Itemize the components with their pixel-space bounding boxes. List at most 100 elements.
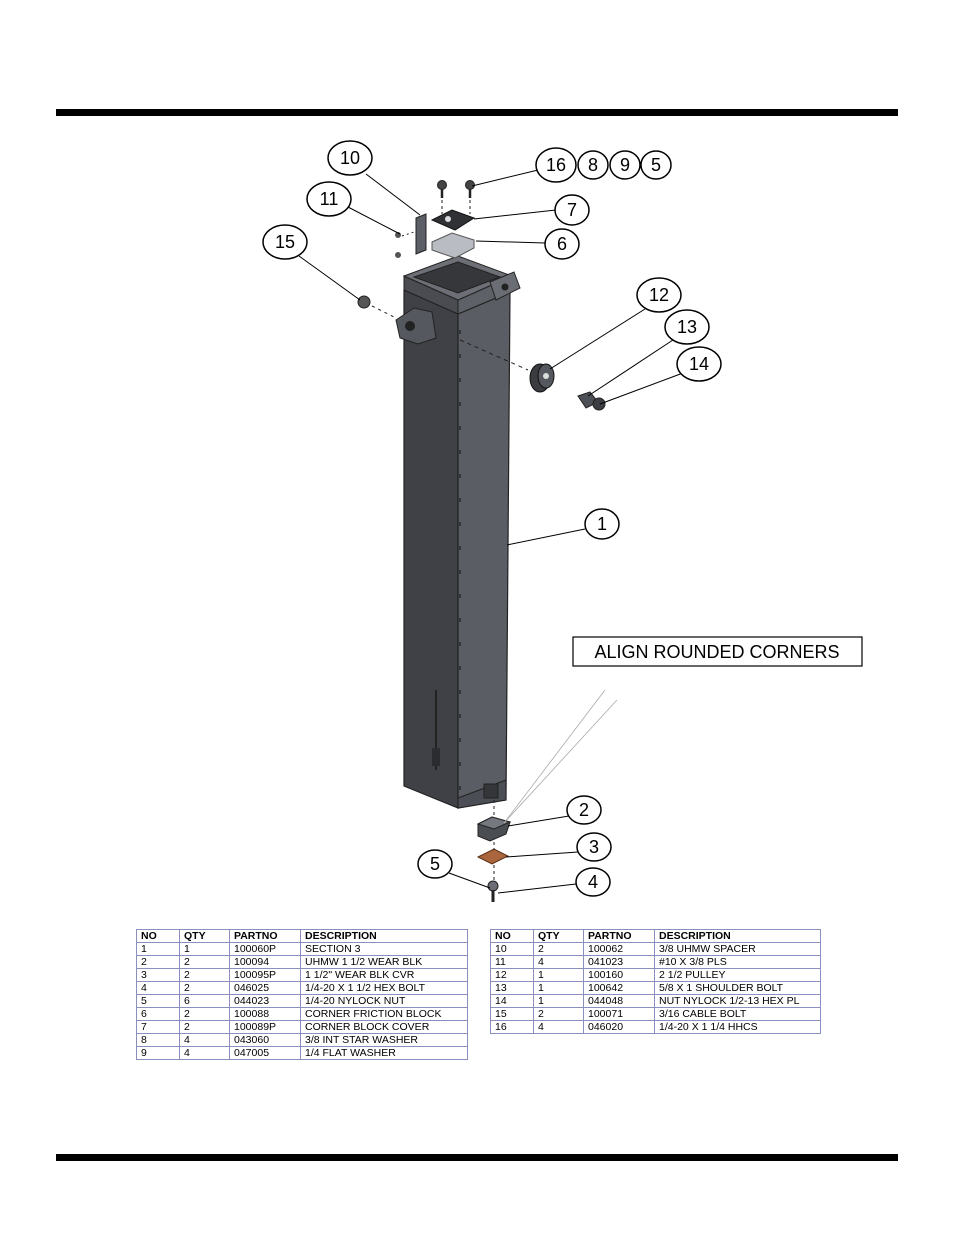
callout-9: 9 [620,155,630,175]
callout-14: 14 [689,354,709,374]
cell-description: 1/4-20 X 1 1/4 HHCS [654,1020,821,1034]
cell-no: 2 [136,955,180,969]
col-qty: QTY [179,929,230,943]
cell-qty: 4 [179,1033,230,1047]
align-note: ALIGN ROUNDED CORNERS [572,636,863,667]
cell-partno: 100089P [229,1020,301,1034]
cell-qty: 2 [179,1007,230,1021]
cell-qty: 1 [533,981,584,995]
col-description: DESCRIPTION [654,929,821,943]
top-rule [56,109,898,116]
callout-numbers: 10 11 15 16 8 9 5 7 6 12 13 14 1 2 3 4 5 [275,148,709,892]
col-partno: PARTNO [583,929,655,943]
cell-qty: 1 [533,968,584,982]
cell-no: 9 [136,1046,180,1060]
cell-qty: 6 [179,994,230,1008]
cell-description: 3/16 CABLE BOLT [654,1007,821,1021]
cell-partno: 100642 [583,981,655,995]
exploded-parts-diagram: 10 11 15 16 8 9 5 7 6 12 13 14 1 2 3 4 5… [262,140,863,902]
cell-description: SECTION 3 [300,942,468,956]
cell-no: 16 [490,1020,534,1034]
cell-description: #10 X 3/8 PLS [654,955,821,969]
cell-partno: 100094 [229,955,301,969]
col-no: NO [136,929,180,943]
cell-no: 12 [490,968,534,982]
cell-partno: 100160 [583,968,655,982]
cell-qty: 1 [533,994,584,1008]
cell-partno: 047005 [229,1046,301,1060]
callout-16: 16 [546,155,566,175]
cell-description: 1/4-20 NYLOCK NUT [300,994,468,1008]
callout-3: 3 [589,837,599,857]
cell-description: CORNER FRICTION BLOCK [300,1007,468,1021]
tube-section [395,255,521,809]
callout-15: 15 [275,232,295,252]
top-hardware [357,180,606,411]
callout-1: 1 [597,514,607,534]
cell-partno: 100062 [583,942,655,956]
cell-partno: 043060 [229,1033,301,1047]
cell-qty: 1 [179,942,230,956]
cell-qty: 2 [533,1007,584,1021]
cell-partno: 100060P [229,942,301,956]
cell-description: NUT NYLOCK 1/2-13 HEX PL [654,994,821,1008]
cell-partno: 046025 [229,981,301,995]
table-header-row: NO QTY PARTNO DESCRIPTION [136,929,468,943]
col-qty: QTY [533,929,584,943]
col-description: DESCRIPTION [300,929,468,943]
callout-12: 12 [649,285,669,305]
cell-qty: 4 [179,1046,230,1060]
callout-8: 8 [588,155,598,175]
cell-no: 6 [136,1007,180,1021]
callout-7: 7 [567,200,577,220]
cell-qty: 2 [179,1020,230,1034]
callout-5-top: 5 [651,155,661,175]
cell-partno: 100071 [583,1007,655,1021]
cell-description: 3/8 UHMW SPACER [654,942,821,956]
cell-qty: 2 [179,968,230,982]
cell-description: 5/8 X 1 SHOULDER BOLT [654,981,821,995]
cell-partno: 041023 [583,955,655,969]
cell-no: 5 [136,994,180,1008]
col-partno: PARTNO [229,929,301,943]
callouts [262,140,722,897]
cell-no: 7 [136,1020,180,1034]
cell-description: 1/4 FLAT WASHER [300,1046,468,1060]
cell-partno: 044023 [229,994,301,1008]
bottom-rule [56,1154,898,1161]
note-text: ALIGN ROUNDED CORNERS [594,642,839,662]
cell-qty: 2 [179,981,230,995]
callout-6: 6 [557,234,567,254]
cell-no: 8 [136,1033,180,1047]
col-no: NO [490,929,534,943]
table-header-row: NO QTY PARTNO DESCRIPTION [490,929,821,943]
cell-description: CORNER BLOCK COVER [300,1020,468,1034]
cell-qty: 4 [533,1020,584,1034]
cell-no: 13 [490,981,534,995]
cell-description: 2 1/2 PULLEY [654,968,821,982]
callout-5-bottom: 5 [430,854,440,874]
cell-no: 10 [490,942,534,956]
cell-no: 1 [136,942,180,956]
callout-2: 2 [579,800,589,820]
cell-no: 11 [490,955,534,969]
cell-no: 14 [490,994,534,1008]
cell-qty: 2 [179,955,230,969]
wear-block-parts [476,689,618,902]
